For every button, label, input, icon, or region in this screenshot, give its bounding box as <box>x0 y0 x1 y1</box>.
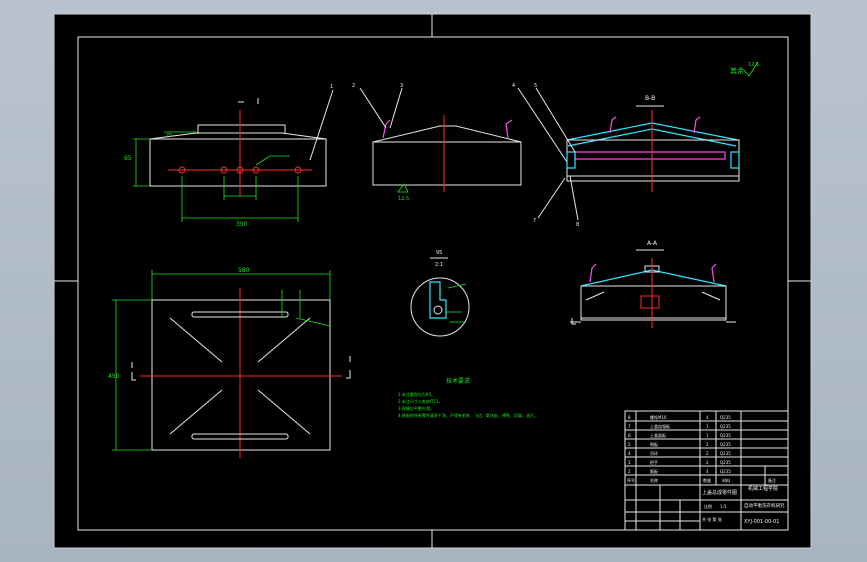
svg-text:2: 2 <box>628 469 631 474</box>
svg-text:B-B: B-B <box>645 95 655 102</box>
svg-text:4: 4 <box>628 451 631 456</box>
svg-text:95: 95 <box>436 250 442 256</box>
svg-text:450: 450 <box>108 373 120 380</box>
surface-roughness-note: 其余 12.5 <box>730 61 759 77</box>
title-block-text: 机械工程学院 上盖总成零件图 自动平衡洗衣机研究 XYJ-001-00-01 比… <box>702 485 785 525</box>
svg-text:3.焊缝应平整光滑。: 3.焊缝应平整光滑。 <box>398 405 434 411</box>
svg-text:Q235: Q235 <box>720 415 731 420</box>
svg-text:1:5: 1:5 <box>720 504 727 509</box>
svg-text:把手: 把手 <box>650 459 658 465</box>
svg-text:8: 8 <box>628 415 631 420</box>
svg-text:2.未注尺寸公差按IT12。: 2.未注尺寸公差按IT12。 <box>398 398 443 404</box>
svg-text:筋板: 筋板 <box>650 468 658 474</box>
svg-text:5: 5 <box>628 442 631 447</box>
svg-text:数量: 数量 <box>703 477 711 483</box>
table-row: 8 螺栓M10 4 Q235 <box>628 414 731 420</box>
svg-text:5: 5 <box>534 83 537 89</box>
svg-text:Q235: Q235 <box>720 424 731 429</box>
side-view: 2 3 12.5 <box>352 83 522 202</box>
svg-text:3: 3 <box>400 83 403 89</box>
svg-text:4.装配前所有零件清洗干净，不得有毛刺、飞边、氧化皮、锈蚀、: 4.装配前所有零件清洗干净，不得有毛刺、飞边、氧化皮、锈蚀、切屑、油污。 <box>398 412 538 418</box>
svg-text:2: 2 <box>706 451 709 456</box>
svg-text:1: 1 <box>330 84 333 90</box>
svg-text:12.5: 12.5 <box>398 196 409 202</box>
svg-text:2: 2 <box>352 83 355 89</box>
svg-text:材料: 材料 <box>722 477 730 483</box>
svg-text:6: 6 <box>628 433 631 438</box>
table-row: 7 上盖加强板 1 Q235 <box>628 423 731 429</box>
svg-text:1.未注圆角均为R5。: 1.未注圆角均为R5。 <box>398 391 435 397</box>
svg-text:2: 2 <box>706 442 709 447</box>
parts-list: 8 螺栓M10 4 Q235 7 上盖加强板 1 Q235 6 上盖面板 1 Q… <box>627 414 776 483</box>
svg-text:A-A: A-A <box>647 240 658 247</box>
section-b-b: B-B 4 5 7 8 <box>512 83 740 228</box>
front-view: 95 350 70 1 <box>124 84 334 228</box>
svg-text:1: 1 <box>706 433 709 438</box>
svg-text:Q235: Q235 <box>720 451 731 456</box>
svg-text:Q235: Q235 <box>720 442 731 447</box>
svg-text:1: 1 <box>706 424 709 429</box>
table-row: 2 筋板 4 Q235 <box>628 468 731 474</box>
table-row: 3 把手 2 Q235 <box>628 459 731 465</box>
svg-text:580: 580 <box>238 267 250 274</box>
svg-text:吊环: 吊环 <box>650 451 658 456</box>
centering-marks <box>54 14 811 548</box>
svg-text:机械工程学院: 机械工程学院 <box>748 485 778 492</box>
svg-text:2:1: 2:1 <box>435 262 443 268</box>
svg-text:备注: 备注 <box>768 477 776 483</box>
svg-text:12.5: 12.5 <box>748 62 759 68</box>
svg-text:7: 7 <box>628 424 631 429</box>
svg-text:70: 70 <box>166 133 172 139</box>
svg-text:350: 350 <box>236 221 248 228</box>
svg-text:3: 3 <box>628 460 631 465</box>
table-row: 4 吊环 2 Q235 <box>628 451 731 456</box>
technical-requirements: 技术要求 1.未注圆角均为R5。 2.未注尺寸公差按IT12。 3.焊缝应平整光… <box>398 377 538 418</box>
svg-text:2: 2 <box>706 460 709 465</box>
svg-text:名称: 名称 <box>650 477 658 483</box>
plan-view: 580 450 <box>108 267 351 458</box>
section-a-a: A-A <box>570 240 736 328</box>
svg-text:Q235: Q235 <box>720 433 731 438</box>
svg-text:共 张 第 张: 共 张 第 张 <box>702 516 722 522</box>
table-header: 序号 名称 数量 材料 备注 <box>627 477 776 483</box>
table-row: 6 上盖面板 1 Q235 <box>628 432 731 438</box>
svg-text:自动平衡洗衣机研究: 自动平衡洗衣机研究 <box>744 502 785 509</box>
svg-text:螺栓M10: 螺栓M10 <box>650 414 667 420</box>
svg-text:Q235: Q235 <box>720 469 731 474</box>
svg-text:7: 7 <box>533 218 536 224</box>
svg-text:4: 4 <box>512 83 515 89</box>
svg-text:上盖总成零件图: 上盖总成零件图 <box>702 489 737 496</box>
title-block <box>624 410 789 531</box>
svg-text:XYJ-001-00-01: XYJ-001-00-01 <box>744 519 779 525</box>
svg-text:其余: 其余 <box>730 66 744 75</box>
svg-text:技术要求: 技术要求 <box>446 377 470 385</box>
svg-text:上盖面板: 上盖面板 <box>650 432 666 438</box>
svg-text:4: 4 <box>706 469 709 474</box>
drawing-sheet <box>53 13 812 549</box>
svg-text:上盖加强板: 上盖加强板 <box>650 423 670 429</box>
svg-text:8: 8 <box>576 222 579 228</box>
svg-text:4: 4 <box>706 415 709 420</box>
detail-view: 95 2:1 <box>410 250 470 337</box>
svg-text:Q235: Q235 <box>720 460 731 465</box>
drawing-border <box>77 36 789 531</box>
svg-text:95: 95 <box>124 155 132 162</box>
svg-text:比例: 比例 <box>704 503 712 509</box>
svg-text:序号: 序号 <box>627 477 635 483</box>
table-row: 5 侧板 2 Q235 <box>628 441 731 447</box>
svg-text:侧板: 侧板 <box>650 441 658 447</box>
